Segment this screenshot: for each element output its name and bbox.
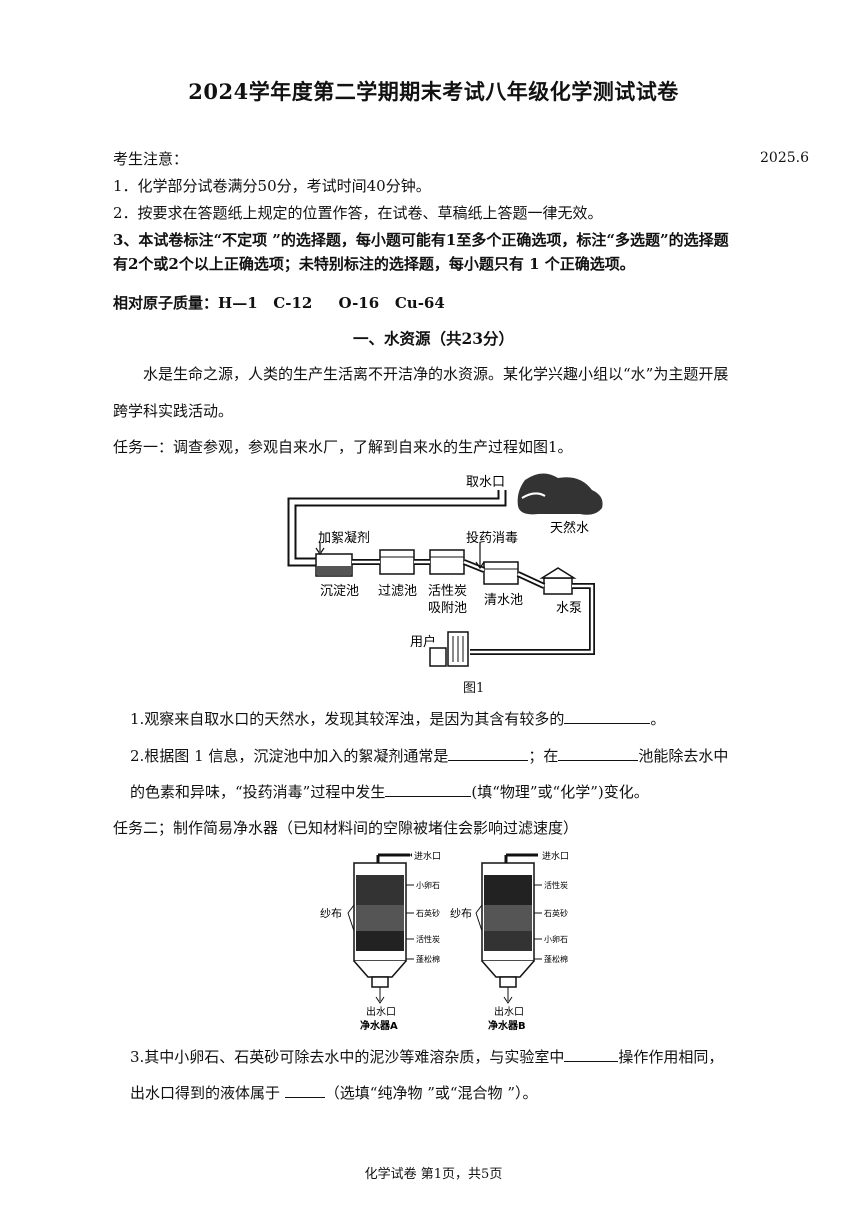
gauze-label: 纱布	[450, 907, 472, 920]
question-1: 1.观察来自取水口的天然水，发现其较浑浊，是因为其含有较多的 。	[130, 708, 665, 729]
atomic-mass-value: H—1	[218, 294, 258, 312]
question-3-cont: 出水口得到的液体属于 （选填“纯净物 ”或“混合物 ”）。	[130, 1082, 538, 1103]
layer-label: 小卵石	[416, 880, 440, 890]
question-text: 1.观察来自取水口的天然水，发现其较浑浊，是因为其含有较多的	[130, 710, 565, 728]
layer-label: 蓬松棉	[544, 954, 568, 964]
question-text: ；在	[528, 747, 559, 765]
answer-blank[interactable]	[284, 1083, 325, 1098]
inlet-label: 进水口	[542, 850, 569, 862]
outlet-label: 出水口	[494, 1005, 524, 1018]
question-text: 出水口得到的液体属于	[130, 1084, 285, 1102]
layer-label: 活性炭	[544, 880, 568, 890]
outlet-label: 出水口	[366, 1005, 396, 1018]
intro-paragraph: 跨学科实践活动。	[113, 402, 234, 420]
settling-label: 沉淀池	[320, 584, 359, 599]
layer-label: 石英砂	[416, 908, 440, 918]
question-text: 的色素和异味，“投药消毒”过程中发生	[130, 783, 386, 801]
notice-item: 3、本试卷标注“不定项 ”的选择题，每小题可能有1至多个正确选项，标注“多选题”…	[113, 231, 729, 249]
coagulant-label: 加絮凝剂	[318, 530, 370, 546]
answer-blank[interactable]	[385, 782, 472, 797]
pump-house	[539, 567, 577, 595]
question-text: 操作作用相同，	[618, 1048, 724, 1066]
page-title: 2024学年度第二学期期末考试八年级化学测试试卷	[188, 79, 679, 104]
question-text: 2.根据图 1 信息，沉淀池中加入的絮凝剂通常是	[130, 747, 449, 765]
layer-label: 蓬松棉	[416, 954, 440, 964]
carbon-label: 活性炭	[428, 584, 467, 599]
answer-blank[interactable]	[564, 709, 651, 724]
filter-label: 过滤池	[378, 584, 417, 599]
carbon-tank	[429, 549, 465, 575]
notice-item: 有2个或2个以上正确选项；未特别标注的选择题，每小题只有 1 个正确选项。	[113, 255, 635, 273]
question-3: 3.其中小卵石、石英砂可除去水中的泥沙等难溶杂质，与实验室中 操作作用相同，	[130, 1046, 723, 1067]
gauze-label: 纱布	[320, 907, 342, 920]
layer-label: 小卵石	[544, 934, 568, 944]
figure2-diagram: 进水口 进水口 纱布 纱布 小卵石 石英砂 活性炭 蓬松棉 活性炭 石英砂 小卵…	[320, 850, 569, 1032]
atomic-mass-label: 相对原子质量：	[113, 294, 219, 312]
intro-paragraph: 水是生命之源，人类的生产生活离不开洁净的水资源。某化学兴趣小组以“水”为主题开展	[143, 365, 729, 383]
inlet-label: 进水口	[414, 850, 441, 862]
purifier-a	[347, 853, 414, 1004]
disinfect-label: 投药消毒	[466, 530, 518, 546]
filter-tank	[379, 549, 415, 575]
figure1-caption: 图1	[463, 681, 485, 696]
clear-tank	[483, 561, 519, 585]
question-2: 2.根据图 1 信息，沉淀池中加入的絮凝剂通常是 ；在 池能除去水中	[130, 745, 728, 766]
answer-blank[interactable]	[564, 1047, 619, 1062]
layer-label: 活性炭	[416, 934, 440, 944]
pump-label: 水泵	[556, 601, 582, 616]
notice-item: 1．化学部分试卷满分50分，考试时间40分钟。	[113, 177, 431, 195]
task1-text: 任务一：调查参观，参观自来水厂，了解到自来水的生产过程如图1。	[113, 438, 573, 456]
user-label: 用户	[410, 634, 436, 650]
atomic-mass-value: O-16	[338, 294, 380, 312]
atomic-mass-value: Cu-64	[394, 294, 445, 312]
purifier-b	[475, 853, 542, 1004]
carbon-label: 吸附池	[428, 601, 467, 616]
natural-water-label: 天然水	[550, 520, 589, 536]
notice-item: 2．按要求在答题纸上规定的位置作答，在试卷、草稿纸上答题一律无效。	[113, 204, 603, 222]
answer-blank[interactable]	[448, 746, 529, 761]
answer-blank[interactable]	[558, 746, 639, 761]
intake-label: 取水口	[466, 475, 505, 490]
purifier-a-name: 净水器A	[360, 1019, 398, 1032]
layer-label: 石英砂	[544, 908, 568, 918]
atomic-mass-line: 相对原子质量：H—1 C-12 O-16 Cu-64	[113, 292, 445, 313]
clear-label: 清水池	[484, 593, 523, 608]
atomic-mass-value: C-12	[273, 294, 313, 312]
question-text: 池能除去水中	[638, 747, 729, 765]
question-text: (填“物理”或“化学”)变化。	[471, 783, 649, 801]
settling-tank	[315, 553, 353, 577]
question-text: 。	[650, 710, 666, 728]
question-text: 3.其中小卵石、石英砂可除去水中的泥沙等难溶杂质，与实验室中	[130, 1048, 565, 1066]
question-2-cont: 的色素和异味，“投药消毒”过程中发生 (填“物理”或“化学”)变化。	[130, 781, 649, 802]
exam-date: 2025.6	[760, 150, 809, 166]
purifier-b-name: 净水器B	[488, 1019, 526, 1032]
notice-heading: 考生注意：	[113, 150, 189, 168]
page-footer: 化学试卷 第1页，共5页	[364, 1167, 503, 1182]
question-text: （选填“纯净物 ”或“混合物 ”）。	[324, 1084, 538, 1102]
task2-text: 任务二；制作简易净水器（已知材料间的空隙被堵住会影响过滤速度）	[113, 819, 579, 837]
figure1-diagram: 取水口 天然水 加絮凝剂 投药消毒 沉淀池 过滤池 活性炭 吸附池 清水池 水泵…	[287, 473, 603, 667]
user-building	[429, 631, 469, 667]
section-title: 一、水资源（共23分）	[352, 329, 515, 348]
